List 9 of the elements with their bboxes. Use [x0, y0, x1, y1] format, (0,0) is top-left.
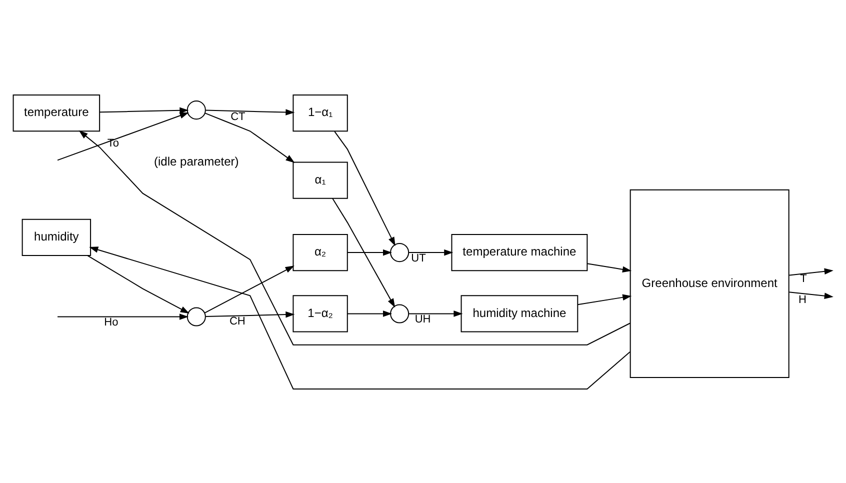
edge-label: Ho [104, 316, 118, 328]
edge-label: UH [414, 313, 431, 326]
edge-label: T [800, 272, 807, 285]
edge-label: H [798, 293, 806, 306]
label: (idle parameter) [154, 154, 239, 168]
edge-label: UT [411, 252, 426, 264]
edge-label: CH [229, 314, 246, 327]
edge-label: CT [230, 110, 246, 123]
edge-label: To [107, 137, 119, 150]
